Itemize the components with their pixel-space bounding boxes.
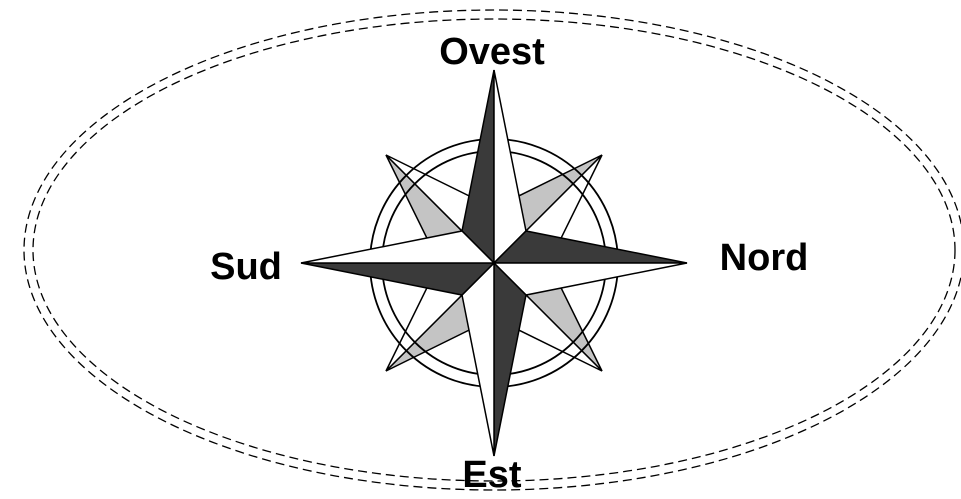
- cardinal-point-top-a: [462, 70, 494, 263]
- label-top: Ovest: [439, 31, 545, 73]
- cardinal-point-right-a: [494, 231, 687, 263]
- cardinal-point-left-b: [301, 231, 494, 263]
- cardinal-points: [301, 70, 687, 456]
- cardinal-point-left-a: [301, 263, 494, 295]
- label-left: Sud: [210, 246, 282, 288]
- cardinal-point-bottom-a: [494, 263, 526, 456]
- label-right: Nord: [720, 237, 809, 279]
- label-bottom: Est: [462, 454, 521, 496]
- cardinal-point-top-b: [494, 70, 526, 263]
- cardinal-point-right-b: [494, 263, 687, 295]
- compass-rose: [301, 70, 687, 456]
- cardinal-point-bottom-b: [462, 263, 494, 456]
